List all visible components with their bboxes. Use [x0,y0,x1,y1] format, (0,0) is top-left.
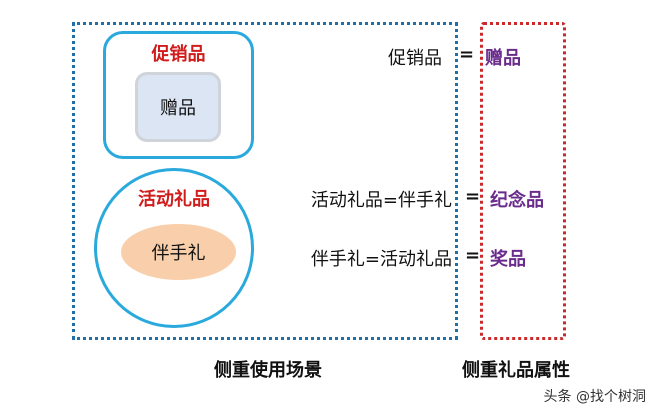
equation-sign-3: = [465,245,481,266]
equation-left-1: 促销品 [388,48,442,69]
gift-box: 赠品 [135,72,221,142]
companion-gift-label: 伴手礼 [151,243,206,264]
activity-group-circle [94,168,254,328]
attribute-caption: 侧重礼品属性 [462,360,570,381]
equation-left-3: 伴手礼=活动礼品 [310,249,452,270]
promo-title: 促销品 [151,44,206,65]
watermark-text: 头条 @找个树洞 [543,389,646,405]
scenario-frame [72,22,458,340]
equation-left-2: 活动礼品=伴手礼 [310,190,452,211]
equation-right-1: 赠品 [485,48,521,69]
companion-gift-oval: 伴手礼 [121,224,236,280]
equation-right-3: 奖品 [490,249,526,270]
activity-title: 活动礼品 [138,189,210,210]
equation-sign-1: = [459,44,475,65]
gift-label: 赠品 [160,98,196,119]
promo-group-box [103,31,254,159]
attribute-frame [480,22,566,340]
equation-right-2: 纪念品 [490,190,544,211]
scenario-caption: 侧重使用场景 [214,360,322,381]
equation-sign-2: = [465,186,481,207]
